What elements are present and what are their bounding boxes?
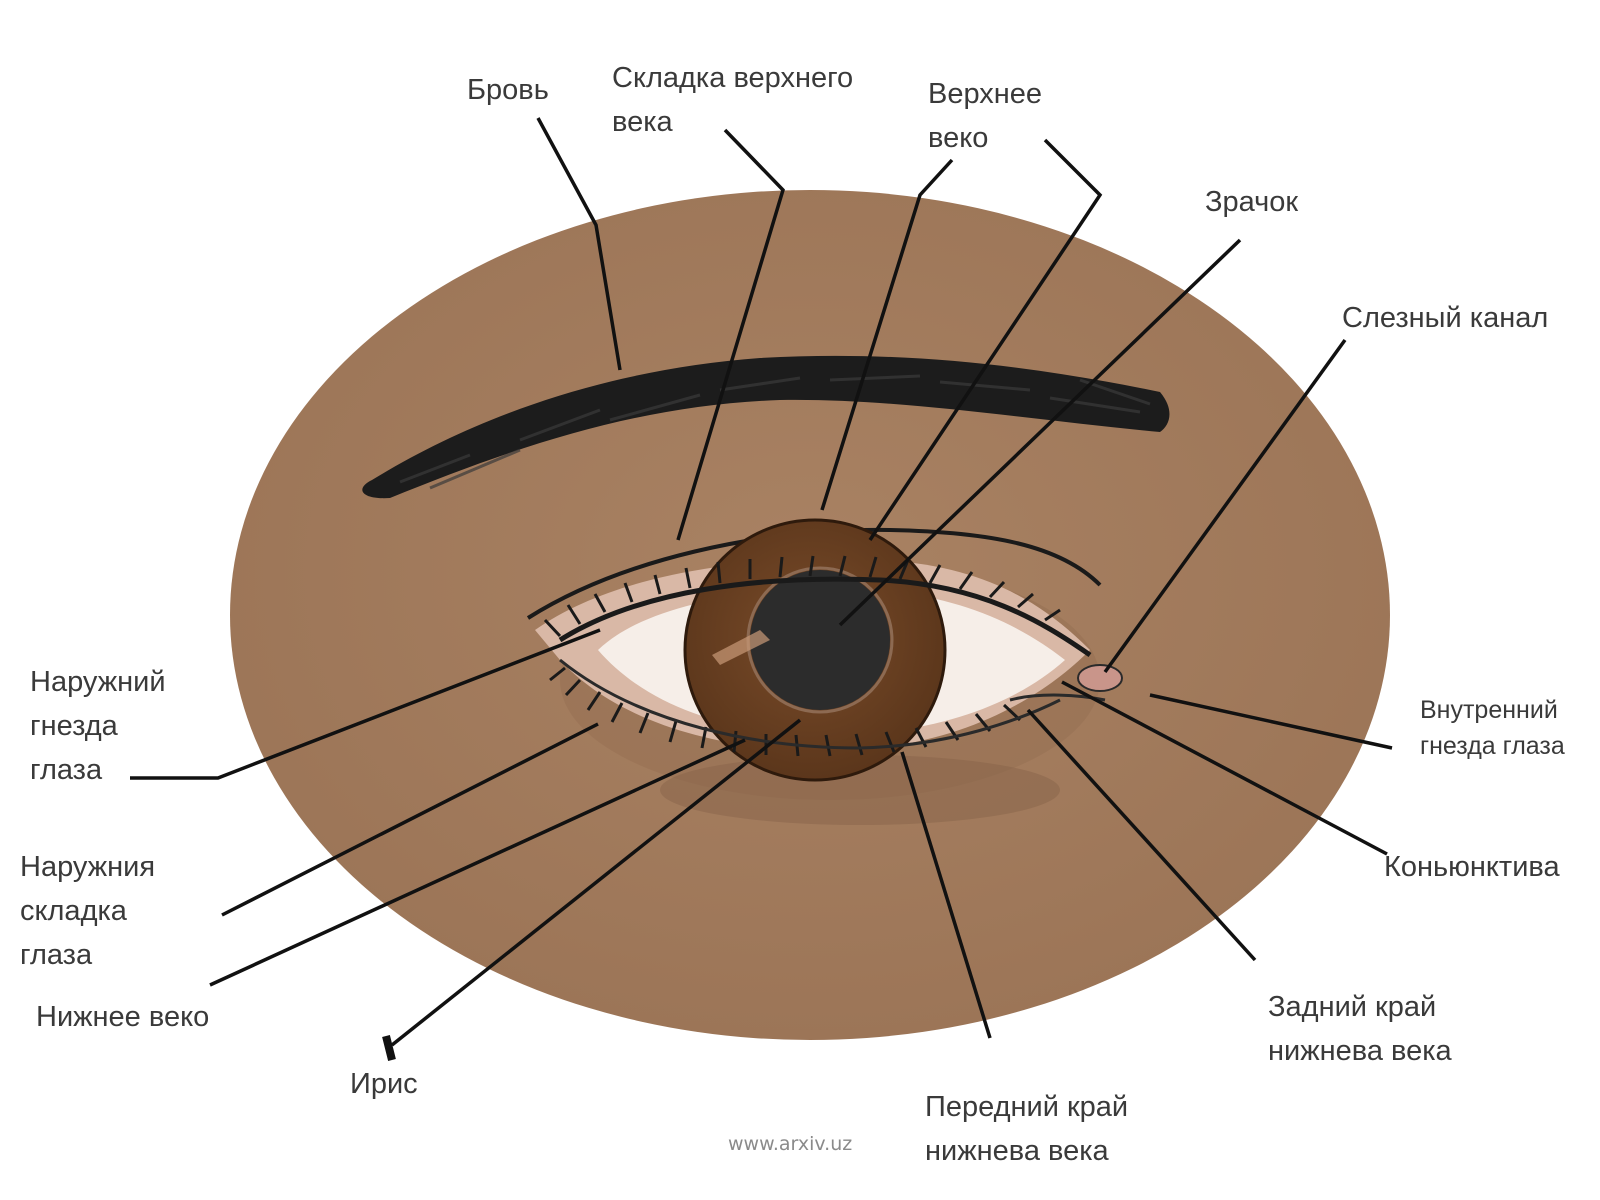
leader-lines <box>130 117 1393 1061</box>
watermark: www.arxiv.uz <box>728 1133 853 1155</box>
label-front-edge: Передний край нижнева века <box>925 1091 1129 1167</box>
label-upper-lid: Верхнее веко <box>928 78 1043 154</box>
leader-inner-corner <box>1149 693 1393 750</box>
lower-lid-fold <box>1009 693 1106 702</box>
leader-iris <box>390 718 802 1047</box>
skin-bottom-cut <box>200 1040 1400 1200</box>
label-brow: Бровь <box>467 74 549 106</box>
label-outer-corner: Наружний гнезда глаза <box>30 666 166 786</box>
iris-highlight <box>712 630 770 665</box>
label-pupil: Зрачок <box>1205 186 1299 218</box>
label-lower-lid: Нижнее веко <box>36 1001 210 1033</box>
upper-eyelashes <box>543 555 1061 638</box>
leader-outer-fold <box>221 722 599 917</box>
label-conjunctiva: Коньюнктива <box>1384 851 1560 883</box>
lower-lid-edge <box>559 658 1061 750</box>
upper-lid-edge <box>558 576 1092 658</box>
label-outer-fold: Наружния складка глаза <box>20 851 156 971</box>
leader-front-edge <box>900 751 992 1039</box>
eyebrow-hair-strokes <box>399 374 1151 490</box>
leader-iris-tip <box>382 1035 396 1061</box>
leader-rear-edge <box>1026 708 1257 962</box>
caruncle <box>1077 664 1123 692</box>
leader-lower-lid <box>209 738 746 987</box>
leader-upper-lid-fold <box>676 128 785 541</box>
label-upper-lid-fold: Складка верхнего века <box>612 62 854 138</box>
label-inner-corner: Внутренний гнезда глаза <box>1420 696 1565 760</box>
leader-tear-duct <box>1103 338 1347 674</box>
label-tear-duct: Слезный канал <box>1342 302 1549 334</box>
leader-upper-lid-left <box>820 158 954 511</box>
under-eye-shadow <box>660 755 1060 825</box>
iris-ring <box>683 518 947 782</box>
leader-brow <box>536 117 622 371</box>
upper-lid-crease <box>526 527 1102 620</box>
label-iris: Ирис <box>350 1068 418 1100</box>
leader-conjunctiva <box>1061 680 1388 856</box>
pupil <box>750 570 890 710</box>
leader-outer-corner <box>130 628 601 780</box>
leader-upper-lid-right <box>868 138 1103 541</box>
label-rear-edge: Задний край нижнева века <box>1268 991 1452 1067</box>
leader-pupil <box>838 238 1242 627</box>
